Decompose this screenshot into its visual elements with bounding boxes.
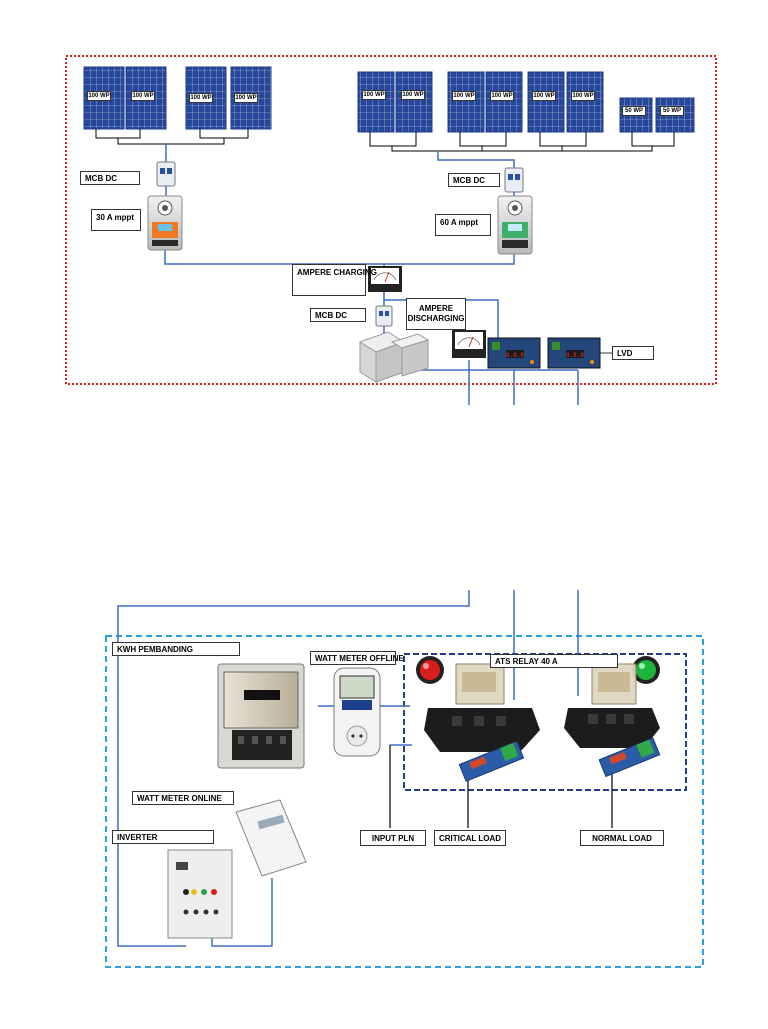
ats-relay-label: ATS RELAY 40 A bbox=[490, 654, 618, 668]
solar-panel bbox=[447, 71, 485, 133]
mcb-dc-breaker bbox=[375, 305, 393, 327]
ac-system-boundary bbox=[105, 635, 704, 968]
mppt-controller-30a bbox=[147, 195, 183, 251]
panel-label: 100 WP bbox=[452, 91, 476, 101]
green-indicator-lamp bbox=[632, 656, 660, 684]
watt-meter-plugin bbox=[333, 667, 381, 757]
svg-text:8.8.8: 8.8.8 bbox=[566, 352, 584, 359]
battery bbox=[358, 331, 430, 383]
watt-meter-online-label: WATT METER ONLINE bbox=[132, 791, 234, 805]
panel-label: 100 WP bbox=[401, 90, 425, 100]
solar-panel bbox=[395, 71, 433, 133]
panel-array-wiring bbox=[95, 129, 675, 152]
inverter-panel bbox=[167, 849, 233, 939]
panel-label: 50 WP bbox=[660, 106, 684, 116]
solar-panel bbox=[357, 71, 395, 133]
inverter-label: INVERTER bbox=[112, 830, 214, 844]
input-pln-label: INPUT PLN bbox=[360, 830, 426, 846]
kwh-meter bbox=[217, 663, 305, 769]
solar-panel bbox=[566, 71, 604, 133]
ammeter-charging bbox=[368, 266, 402, 292]
mcb-dc-label: MCB DC bbox=[80, 171, 140, 185]
lvd-module: 8.8.8 bbox=[487, 337, 541, 369]
solar-panel bbox=[527, 71, 565, 133]
mppt-30a-label: 30 A mppt bbox=[91, 209, 141, 231]
lvd-module: 8.8.8 bbox=[547, 337, 601, 369]
solar-panel bbox=[485, 71, 523, 133]
ac-black-wiring bbox=[389, 745, 613, 828]
ammeter-discharging bbox=[452, 330, 486, 358]
panel-label: 50 WP bbox=[622, 106, 646, 116]
mppt-60a-label: 60 A mppt bbox=[435, 214, 491, 236]
panel-label: 100 WP bbox=[131, 91, 155, 101]
panel-label: 100 WP bbox=[490, 91, 514, 101]
mcb-dc-breaker bbox=[504, 167, 524, 193]
panel-label: 100 WP bbox=[234, 93, 258, 103]
ats-relay-unit bbox=[564, 663, 661, 778]
ats-relay-unit bbox=[424, 663, 540, 782]
smart-switch-meter bbox=[235, 799, 307, 877]
panel-label: 100 WP bbox=[362, 90, 386, 100]
normal-load-label: NORMAL LOAD bbox=[580, 830, 664, 846]
lvd-label: LVD bbox=[612, 346, 654, 360]
panel-label: 100 WP bbox=[571, 91, 595, 101]
kwh-pembanding-label: KWH PEMBANDING bbox=[112, 642, 240, 656]
ampere-discharging-label: AMPERE DISCHARGING bbox=[406, 298, 466, 330]
mcb-dc-breaker bbox=[156, 161, 176, 187]
mppt-controller-60a bbox=[497, 195, 533, 255]
panel-label: 100 WP bbox=[189, 93, 213, 103]
critical-load-label: CRITICAL LOAD bbox=[434, 830, 506, 846]
ampere-charging-label: AMPERE CHARGING bbox=[292, 264, 377, 296]
dc-system-boundary bbox=[65, 55, 717, 385]
mcb-dc-battery-label: MCB DC bbox=[310, 308, 366, 322]
red-indicator-lamp bbox=[416, 656, 444, 684]
watt-meter-offline-label: WATT METER OFFLINE bbox=[310, 651, 404, 665]
panel-label: 100 WP bbox=[532, 91, 556, 101]
svg-text:8.8.8: 8.8.8 bbox=[506, 352, 524, 359]
mcb-dc-label: MCB DC bbox=[448, 173, 500, 187]
panel-label: 100 WP bbox=[87, 91, 111, 101]
